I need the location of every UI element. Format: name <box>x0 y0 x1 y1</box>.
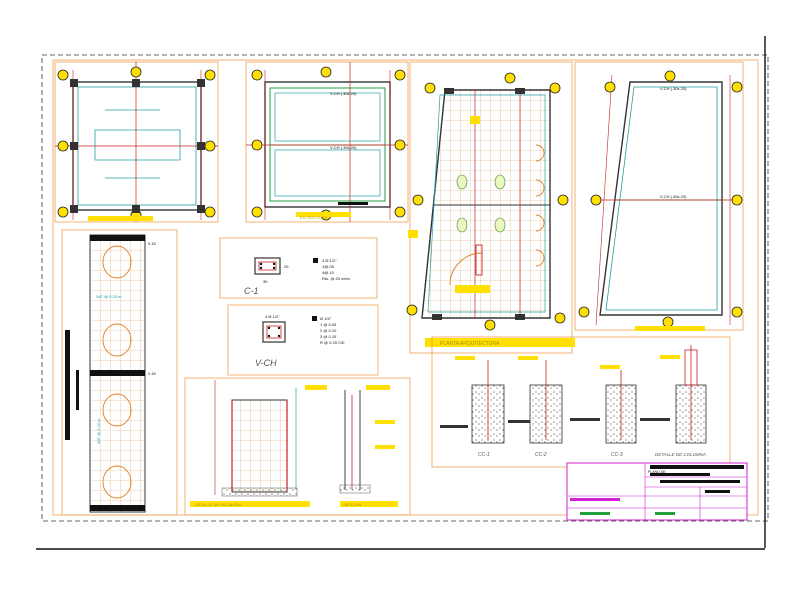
section-title: SECCION <box>343 502 361 507</box>
sheet-orange-frame <box>52 59 759 516</box>
sheet-outer-border <box>41 54 769 522</box>
title-block-plan-label: PLANO DE <box>648 470 666 474</box>
section-label-b: 3/8" @ 0.25 m <box>96 418 101 444</box>
c1-spec-0: 4 Ø 1/2" <box>322 258 337 263</box>
panel-column-c1: 30 25 C-1 4 Ø 1/2" 1@.05 4@.10 Rto. @.20… <box>219 237 378 299</box>
c1-spec-3: Rto. @.20 c/ext. <box>322 276 351 281</box>
panel-structure-plan: V-CH (.30x.20) V-CH (.30x.20) ESTRUCTURA <box>245 61 409 223</box>
c1-spec-2: 4@.10 <box>322 270 335 275</box>
panel-architecture-plan: PLANTA ARQUITECTURA <box>406 61 575 354</box>
panel-foundation-details: CC-1 CC-2 CC-3 DETALLE DE COLUMNA <box>431 336 731 468</box>
section-dim-side: 2.45 <box>148 371 157 376</box>
c1-spec-1: 1@.05 <box>322 264 335 269</box>
beam-label-top: V-CH (.30x.20) <box>330 91 357 96</box>
vch-spec-1: 1 @ 0.05 <box>320 322 337 327</box>
structure-plan-title: ESTRUCTURA <box>300 215 328 220</box>
title-block: PLANO DE <box>566 462 748 521</box>
vch-dim-top: 4 Ø 1/2" <box>265 314 280 319</box>
c1-dim-w: 30 <box>263 279 268 284</box>
foundation-label-column: DETALLE DE COLUMNA <box>655 452 706 457</box>
vch-spec-3: 3 @ 0.15 <box>320 334 337 339</box>
panel-roof-structure-plan: V-CH (.30x.20) V-CH (.30x.20) <box>574 61 744 331</box>
section-dim-top: 0.15 <box>148 241 157 246</box>
panel-beam-vch: 4 Ø 1/2" V-CH Ø 1/4" 1 @ 0.05 2 @ 0.10 3… <box>227 304 379 376</box>
roof-beam-top: V-CH (.30x.20) <box>660 86 687 91</box>
arch-plan-title: PLANTA ARQUITECTURA <box>440 341 500 347</box>
beam-label-mid: V-CH (.30x.20) <box>330 145 357 150</box>
c1-dim-h: 25 <box>284 264 289 269</box>
panel-foundation-plan <box>54 61 219 223</box>
panel-stair-detail: DETALLE DE ESCALERA SECCION <box>184 377 411 516</box>
vch-spec-2: 2 @ 0.10 <box>320 328 337 333</box>
vch-spec-4: R @ 0.20 C/E <box>320 340 345 345</box>
foundation-label-cc3: CC-3 <box>611 452 623 458</box>
section-label-a: 3/8" @ 0.25 m <box>96 294 122 299</box>
foundation-label-cc2: CC-2 <box>535 452 547 458</box>
vch-spec-0: Ø 1/4" <box>320 316 332 321</box>
foundation-label-cc1: CC-1 <box>478 452 490 458</box>
stair-detail-title: DETALLE DE ESCALERA <box>195 502 242 507</box>
c1-title: C-1 <box>244 286 259 296</box>
vch-title: V-CH <box>255 358 277 368</box>
panel-wall-section: 0.15 2.45 3/8" @ 0.25 m 3/8" @ 0.25 m <box>61 229 178 516</box>
roof-beam-mid: V-CH (.30x.20) <box>660 194 687 199</box>
